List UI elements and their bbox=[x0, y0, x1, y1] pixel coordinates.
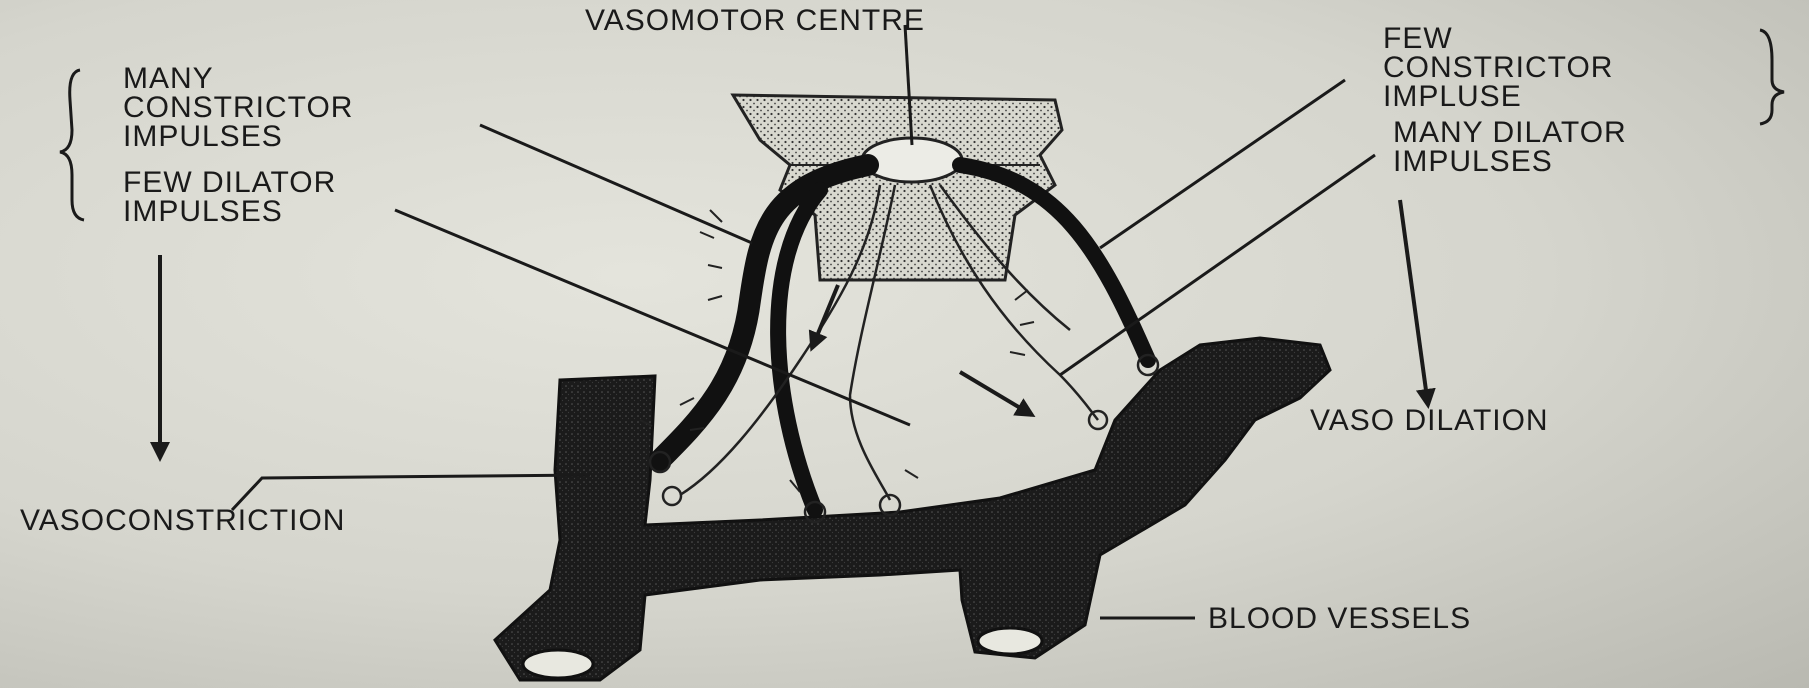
label-impulses-3: IMPULSES bbox=[1393, 145, 1553, 178]
label-vasoconstriction: VASOCONSTRICTION bbox=[20, 504, 345, 537]
leader-few-constrictor bbox=[1100, 80, 1345, 248]
blood-vessels bbox=[495, 338, 1330, 680]
brace-right bbox=[1760, 30, 1784, 124]
label-impluse: IMPLUSE bbox=[1383, 80, 1522, 113]
impulse-arrow-left bbox=[812, 285, 838, 348]
impulse-arrow-right bbox=[960, 372, 1032, 415]
leader-many-constrictor bbox=[480, 125, 752, 243]
label-blood-vessels: BLOOD VESSELS bbox=[1208, 602, 1471, 635]
label-vasomotor-centre: VASOMOTOR CENTRE bbox=[585, 4, 925, 37]
label-impulses-1: IMPULSES bbox=[123, 120, 283, 153]
label-impulses-2: IMPULSES bbox=[123, 195, 283, 228]
arrow-vaso-dilation bbox=[1400, 200, 1428, 405]
label-vaso-dilation: VASO DILATION bbox=[1310, 404, 1549, 437]
brace-left bbox=[60, 70, 84, 220]
